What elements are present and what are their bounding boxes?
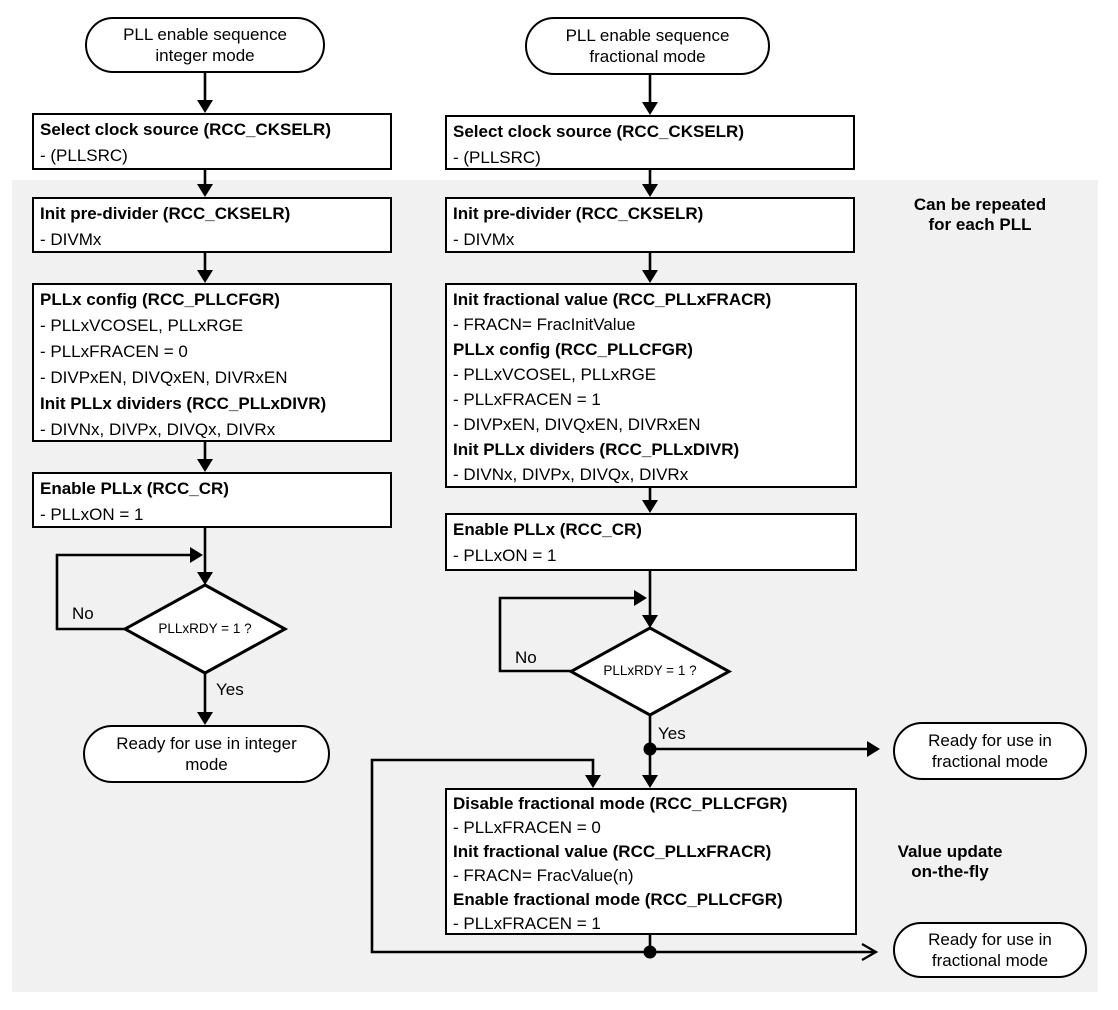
left-enable-pllx-box: Enable PLLx (RCC_CR) - PLLxON = 1 <box>32 472 392 528</box>
box-title-line: Init PLLx dividers (RCC_PLLxDIVR) <box>40 394 327 413</box>
box-item-line: - PLLxON = 1 <box>40 505 144 524</box>
box-item-line: - PLLxON = 1 <box>453 546 557 565</box>
right-init-predivider-box: Init pre-divider (RCC_CKSELR) - DIVMx <box>445 197 855 253</box>
arrowhead-left-yes <box>197 712 213 725</box>
arrowhead-right-no-loop <box>634 590 647 606</box>
box-item-line: - PLLxFRACEN = 1 <box>453 914 601 933</box>
note-line: Value update <box>897 842 1003 861</box>
arrowhead-right-enable <box>642 615 658 628</box>
box-item-line: - DIVNx, DIVPx, DIVQx, DIVRx <box>453 465 689 484</box>
terminal-text-line: fractional mode <box>931 752 1049 771</box>
box-item-line: - DIVMx <box>40 230 102 249</box>
note-line: for each PLL <box>928 215 1032 234</box>
left-decision-label: PLLxRDY = 1 ? <box>158 621 252 636</box>
terminal-text-line: PLL enable sequence <box>565 26 730 45</box>
arrowhead-right-yes <box>642 775 658 788</box>
box-title-line: Enable PLLx (RCC_CR) <box>453 520 642 539</box>
left-end-terminal: Ready for use in integer mode <box>83 725 330 783</box>
box-title-line: Enable PLLx (RCC_CR) <box>40 479 229 498</box>
box-title-line: Select clock source (RCC_CKSELR) <box>40 120 331 139</box>
box-item-line: - DIVMx <box>453 230 515 249</box>
box-item-line: - DIVPxEN, DIVQxEN, DIVRxEN <box>453 415 701 434</box>
box-title-line: Init PLLx dividers (RCC_PLLxDIVR) <box>453 440 740 459</box>
box-title-line: Disable fractional mode (RCC_PLLCFGR) <box>453 794 788 813</box>
arrowhead-left-prediv <box>197 270 213 283</box>
arrowhead-left-start <box>197 100 213 113</box>
arrowhead-right-select <box>642 184 658 197</box>
right-init-fractional-box: Init fractional value (RCC_PLLxFRACR) - … <box>445 283 857 488</box>
box-item-line: - FRACN= FracValue(n) <box>453 866 634 885</box>
box-title-line: PLLx config (RCC_PLLCFGR) <box>40 290 280 309</box>
right-no-label: No <box>515 648 537 667</box>
junction-dot-yes <box>643 742 657 756</box>
left-decision-diamond <box>121 583 289 675</box>
box-item-line: - PLLxFRACEN = 0 <box>453 818 601 837</box>
arrowhead-update-loop <box>585 775 601 788</box>
terminal-text-line: Ready for use in <box>928 731 1052 750</box>
box-item-line: - FRACN= FracInitValue <box>453 315 636 334</box>
box-title-line: Select clock source (RCC_CKSELR) <box>453 122 744 141</box>
box-title-line: Init pre-divider (RCC_CKSELR) <box>40 204 291 223</box>
right-decision-label: PLLxRDY = 1 ? <box>603 663 697 678</box>
right-select-clock-box: Select clock source (RCC_CKSELR) - (PLLS… <box>445 115 855 170</box>
box-title-line: Enable fractional mode (RCC_PLLCFGR) <box>453 890 783 909</box>
left-select-clock-box: Select clock source (RCC_CKSELR) - (PLLS… <box>32 113 392 170</box>
terminal-text-line: fractional mode <box>589 47 706 66</box>
left-pllx-config-box: PLLx config (RCC_PLLCFGR) - PLLxVCOSEL, … <box>32 283 392 442</box>
box-item-line: - (PLLSRC) <box>453 148 541 167</box>
right-value-update-box: Disable fractional mode (RCC_PLLCFGR) - … <box>445 788 857 935</box>
right-enable-pllx-box: Enable PLLx (RCC_CR) - PLLxON = 1 <box>445 513 857 571</box>
repeat-note: Can be repeated for each PLL <box>880 195 1080 235</box>
right-no-loop-line <box>498 596 636 673</box>
right-update-loop-line <box>370 758 650 954</box>
junction-dot-update <box>643 945 657 959</box>
value-update-note: Value update on-the-fly <box>855 842 1045 882</box>
box-item-line: - DIVPxEN, DIVQxEN, DIVRxEN <box>40 368 288 387</box>
terminal-text-line: PLL enable sequence <box>123 25 287 44</box>
box-item-line: - PLLxFRACEN = 1 <box>453 390 601 409</box>
arrowhead-left-no-loop <box>190 547 203 563</box>
arrowhead-left-enable <box>197 572 213 585</box>
arrowhead-right-initfrac <box>642 500 658 513</box>
left-init-predivider-box: Init pre-divider (RCC_CKSELR) - DIVMx <box>32 197 392 253</box>
right-yes-label: Yes <box>658 724 686 743</box>
left-yes-label: Yes <box>216 680 244 699</box>
box-item-line: - (PLLSRC) <box>40 146 128 165</box>
box-title-line: Init pre-divider (RCC_CKSELR) <box>453 204 704 223</box>
terminal-text-line: Ready for use in <box>928 930 1052 949</box>
note-line: on-the-fly <box>911 862 989 881</box>
arrowhead-ready-top <box>867 741 880 757</box>
right-ready-top-terminal: Ready for use in fractional mode <box>893 722 1087 780</box>
box-item-line: - PLLxVCOSEL, PLLxRGE <box>453 365 657 384</box>
left-no-loop-line <box>55 553 190 631</box>
terminal-text-line: fractional mode <box>931 951 1049 970</box>
box-item-line: - PLLxVCOSEL, PLLxRGE <box>40 316 244 335</box>
box-item-line: - PLLxFRACEN = 0 <box>40 342 188 361</box>
note-line: Can be repeated <box>913 195 1047 214</box>
right-ready-bottom-terminal: Ready for use in fractional mode <box>893 922 1087 978</box>
box-item-line: - DIVNx, DIVPx, DIVQx, DIVRx <box>40 420 276 439</box>
box-title-line: PLLx config (RCC_PLLCFGR) <box>453 340 693 359</box>
terminal-text-line: mode <box>185 755 228 774</box>
box-title-line: Init fractional value (RCC_PLLxFRACR) <box>453 842 772 861</box>
arrowhead-right-start <box>642 102 658 115</box>
terminal-text-line: Ready for use in integer <box>116 734 297 753</box>
right-start-terminal: PLL enable sequence fractional mode <box>525 17 770 75</box>
open-arrowhead-ready-bottom <box>861 943 879 961</box>
right-decision-diamond <box>567 626 733 717</box>
arrowhead-left-config <box>197 459 213 472</box>
left-start-terminal: PLL enable sequence integer mode <box>85 17 325 73</box>
left-no-label: No <box>72 604 94 623</box>
arrowhead-right-prediv <box>642 270 658 283</box>
terminal-text-line: integer mode <box>155 46 255 65</box>
box-title-line: Init fractional value (RCC_PLLxFRACR) <box>453 290 772 309</box>
arrowhead-left-select <box>197 184 213 197</box>
